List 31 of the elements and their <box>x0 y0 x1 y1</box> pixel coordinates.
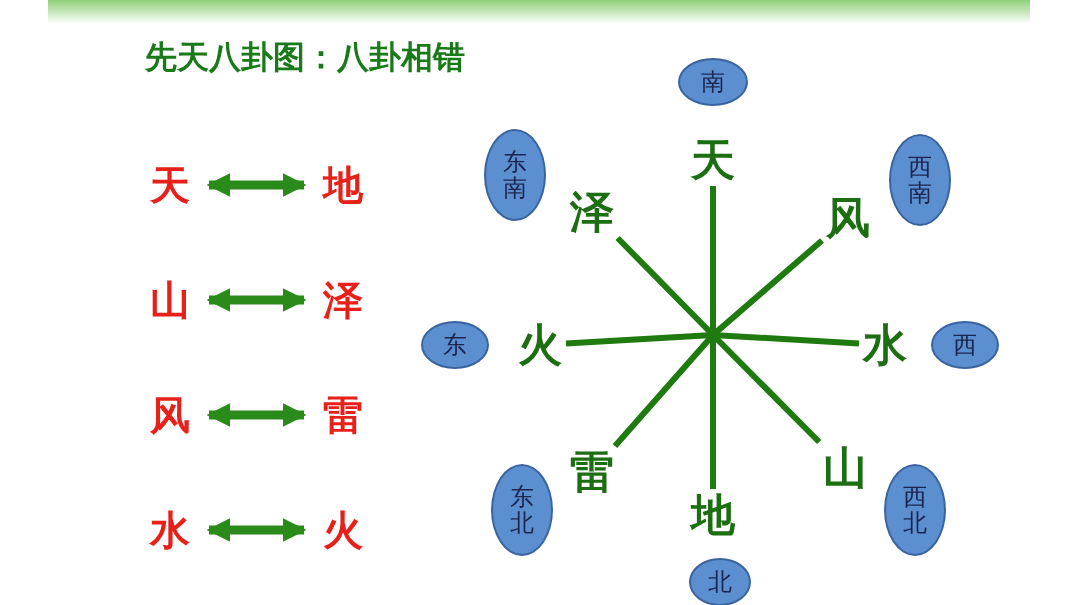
character-label: 风 <box>145 390 195 440</box>
character-label: 雷 <box>318 390 368 440</box>
character-label: 水 <box>145 505 195 555</box>
trigram-label: 水 <box>859 319 911 371</box>
character-label: 火 <box>318 505 368 555</box>
direction-oval: 北 <box>689 558 751 605</box>
trigram-label: 风 <box>822 192 874 244</box>
trigram-label: 泽 <box>566 186 618 238</box>
direction-oval: 西 <box>931 321 999 369</box>
trigram-label: 天 <box>687 134 739 186</box>
double-arrow <box>206 518 307 542</box>
character-label: 地 <box>318 160 368 210</box>
spoke-line <box>710 186 716 489</box>
trigram-label: 火 <box>514 319 566 371</box>
direction-oval: 东南 <box>484 129 546 221</box>
direction-oval: 西北 <box>884 464 946 556</box>
double-arrow <box>206 403 307 427</box>
double-arrow <box>206 173 307 197</box>
direction-oval: 南 <box>678 58 748 106</box>
trigram-label: 山 <box>819 442 871 494</box>
trigram-label: 地 <box>687 489 739 541</box>
double-arrow <box>206 288 307 312</box>
title: 先天八卦图：八卦相错 <box>145 37 465 78</box>
character-label: 山 <box>145 275 195 325</box>
direction-oval: 西南 <box>889 134 951 226</box>
direction-oval: 东 <box>421 321 489 369</box>
direction-oval: 东北 <box>491 464 553 556</box>
character-label: 天 <box>145 160 195 210</box>
spoke-line <box>565 332 860 347</box>
character-label: 泽 <box>318 275 368 325</box>
trigram-label: 雷 <box>566 446 618 498</box>
